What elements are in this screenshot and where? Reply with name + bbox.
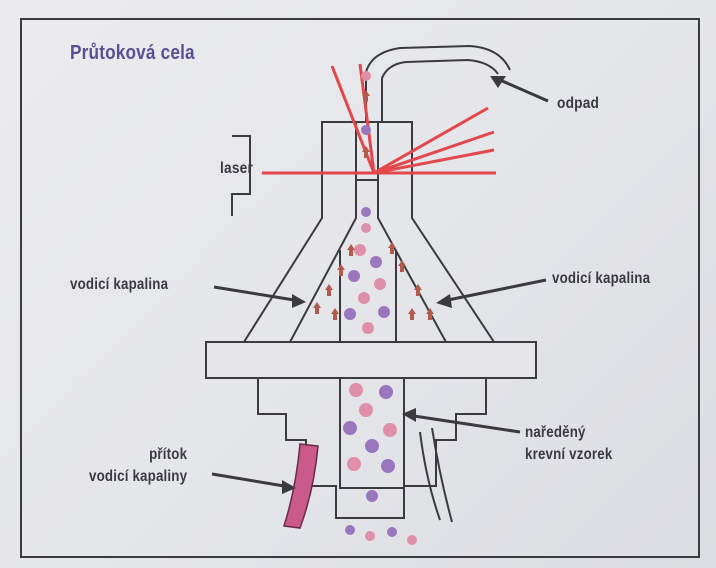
label-vodici-kapalina-left: vodicí kapalina <box>70 276 168 294</box>
blood-cells <box>343 71 417 545</box>
label-inflow-line1: přítok <box>70 444 187 466</box>
label-sample-line2: krevní vzorek <box>525 444 612 466</box>
label-odpad: odpad <box>557 95 599 113</box>
label-inflow-line2: vodicí kapaliny <box>70 466 187 488</box>
waste-tube <box>366 46 510 122</box>
label-laser: laser <box>220 160 253 178</box>
cell-plate <box>206 342 536 378</box>
diagram-title: Průtoková cela <box>70 42 195 65</box>
label-inflow: přítok vodicí kapaliny <box>70 444 187 488</box>
label-vodici-kapalina-right: vodicí kapalina <box>552 270 650 288</box>
label-sample-line1: naředěný <box>525 422 612 444</box>
cell-inner-cone <box>290 180 446 342</box>
label-sample: naředěný krevní vzorek <box>525 422 612 466</box>
